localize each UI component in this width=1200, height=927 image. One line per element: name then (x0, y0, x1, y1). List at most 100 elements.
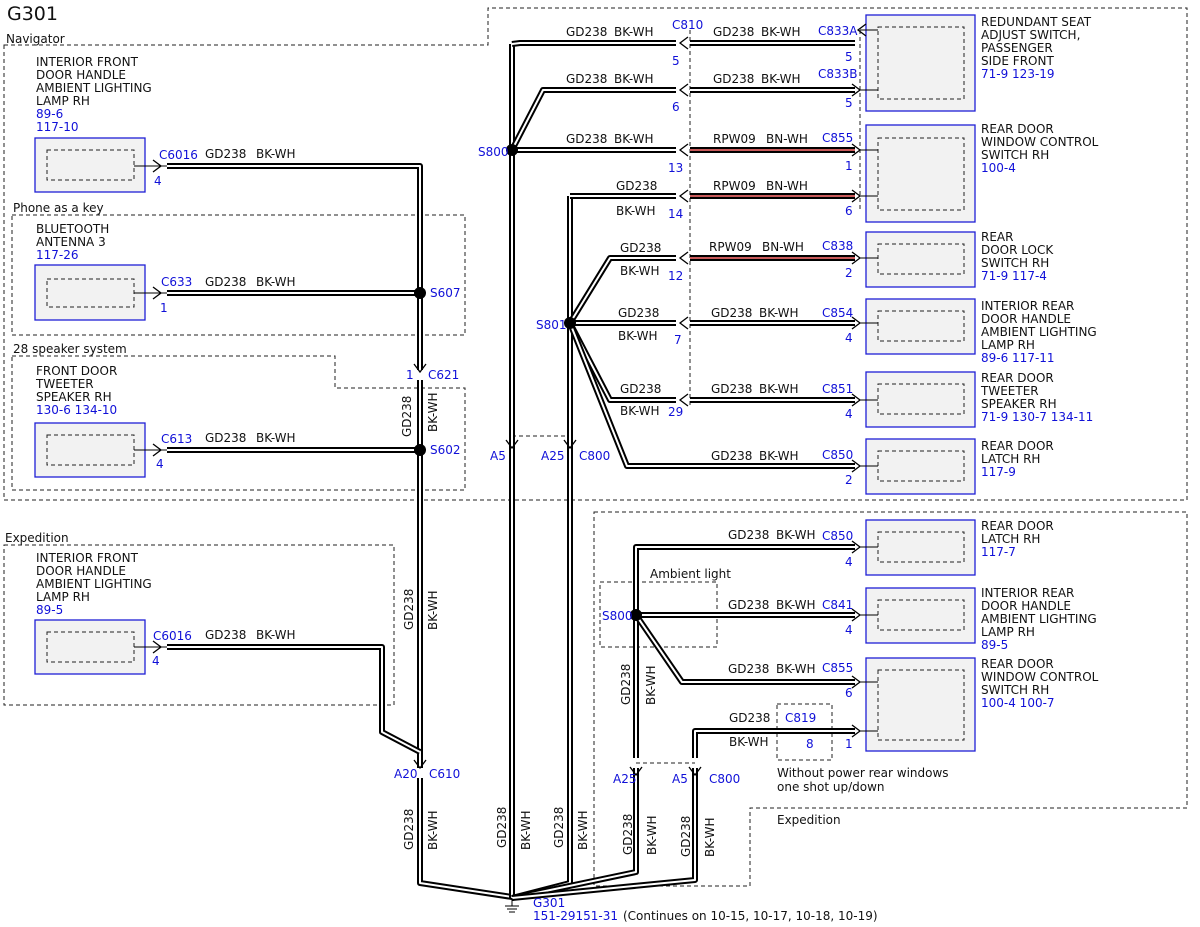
svg-text:C833A: C833A (818, 24, 858, 38)
svg-text:TWEETER: TWEETER (35, 377, 94, 391)
component-rear-door-lock (865, 231, 976, 288)
svg-text:GD238: GD238 (402, 809, 416, 850)
svg-text:REAR: REAR (981, 230, 1013, 244)
ground-icon (505, 898, 519, 913)
svg-text:BK-WH: BK-WH (614, 72, 654, 86)
svg-text:GD238: GD238 (205, 431, 246, 445)
section-navigator-label: Navigator (6, 32, 65, 46)
svg-text:A25: A25 (613, 772, 636, 786)
svg-text:5: 5 (845, 96, 853, 110)
svg-text:TWEETER: TWEETER (980, 384, 1039, 398)
svg-text:BK-WH: BK-WH (761, 72, 801, 86)
svg-text:C819: C819 (785, 711, 816, 725)
svg-text:BK-WH: BK-WH (614, 132, 654, 146)
svg-text:A20: A20 (394, 767, 417, 781)
svg-text:BK-WH: BK-WH (776, 662, 816, 676)
svg-text:89-6 117-11: 89-6 117-11 (981, 351, 1055, 365)
svg-text:BN-WH: BN-WH (766, 132, 808, 146)
component-bluetooth-antenna (34, 264, 146, 321)
svg-text:100-4 100-7: 100-4 100-7 (981, 696, 1055, 710)
svg-text:SWITCH RH: SWITCH RH (981, 683, 1049, 697)
splice-labels: S800 S801 S607 S602 S800 (430, 145, 633, 623)
pin-labels: 4 1 4 4 1 5 6 13 14 12 7 29 5 5 1 6 2 4 … (152, 50, 853, 786)
svg-text:BK-WH: BK-WH (426, 392, 440, 432)
svg-text:C850: C850 (822, 529, 853, 543)
svg-text:117-7: 117-7 (981, 545, 1016, 559)
svg-text:71-9 130-7 134-11: 71-9 130-7 134-11 (981, 410, 1093, 424)
svg-text:BK-WH: BK-WH (759, 449, 799, 463)
svg-text:INTERIOR FRONT: INTERIOR FRONT (36, 55, 139, 69)
component-rear-latch-exp (865, 519, 976, 576)
svg-text:BK-WH: BK-WH (256, 275, 296, 289)
svg-text:DOOR HANDLE: DOOR HANDLE (36, 564, 126, 578)
svg-text:RPW09: RPW09 (713, 132, 756, 146)
svg-text:SIDE FRONT: SIDE FRONT (981, 54, 1054, 68)
diagram-title: G301 (7, 3, 58, 25)
svg-text:LAMP RH: LAMP RH (36, 590, 90, 604)
svg-text:GD238: GD238 (711, 449, 752, 463)
component-int-front-door-rh-exp (34, 619, 146, 675)
svg-text:BK-WH: BK-WH (776, 528, 816, 542)
svg-text:2: 2 (845, 266, 853, 280)
svg-text:GD238: GD238 (620, 382, 661, 396)
svg-text:1: 1 (160, 301, 168, 315)
svg-text:C855: C855 (822, 661, 853, 675)
svg-text:S602: S602 (430, 443, 461, 457)
svg-text:4: 4 (845, 331, 853, 345)
expedition-left-region (3, 544, 395, 706)
svg-text:C810: C810 (672, 18, 703, 32)
svg-text:6: 6 (845, 686, 853, 700)
ground-refs: 151-29151-31 (533, 909, 618, 923)
svg-text:BK-WH: BK-WH (759, 382, 799, 396)
svg-text:C833B: C833B (818, 67, 858, 81)
svg-text:GD238: GD238 (495, 807, 509, 848)
svg-text:FRONT DOOR: FRONT DOOR (36, 364, 117, 378)
label-int-rear-door-exp: INTERIOR REAR DOOR HANDLE AMBIENT LIGHTI… (981, 586, 1097, 652)
svg-text:BK-WH: BK-WH (614, 25, 654, 39)
svg-text:AMBIENT LIGHTING: AMBIENT LIGHTING (981, 612, 1097, 626)
svg-text:REAR DOOR: REAR DOOR (981, 122, 1054, 136)
svg-text:ADJUST SWITCH,: ADJUST SWITCH, (981, 28, 1080, 42)
svg-text:7: 7 (674, 333, 682, 347)
svg-text:4: 4 (156, 457, 164, 471)
svg-text:GD238: GD238 (728, 598, 769, 612)
svg-text:GD238: GD238 (400, 396, 414, 437)
svg-text:BN-WH: BN-WH (762, 240, 804, 254)
label-bluetooth-antenna: BLUETOOTH ANTENNA 3 117-26 (36, 222, 109, 262)
svg-text:SWITCH RH: SWITCH RH (981, 256, 1049, 270)
svg-text:C800: C800 (579, 449, 610, 463)
svg-text:117-26: 117-26 (36, 248, 79, 262)
svg-text:SPEAKER RH: SPEAKER RH (36, 390, 112, 404)
svg-text:GD238: GD238 (205, 147, 246, 161)
svg-text:AMBIENT LIGHTING: AMBIENT LIGHTING (36, 577, 152, 591)
navigator-region (3, 7, 1188, 501)
component-redundant-seat (865, 14, 976, 112)
svg-text:S800: S800 (602, 609, 633, 623)
component-int-rear-door-exp (865, 587, 976, 644)
svg-text:DOOR HANDLE: DOOR HANDLE (981, 312, 1071, 326)
expedition-right-region (593, 511, 1188, 887)
svg-text:C613: C613 (161, 432, 192, 446)
svg-text:ANTENNA 3: ANTENNA 3 (36, 235, 106, 249)
svg-text:BK-WH: BK-WH (616, 204, 656, 218)
svg-text:INTERIOR REAR: INTERIOR REAR (981, 586, 1074, 600)
svg-text:S800: S800 (478, 145, 509, 159)
svg-text:BK-WH: BK-WH (256, 431, 296, 445)
svg-text:4: 4 (845, 555, 853, 569)
label-rear-latch-nav: REAR DOOR LATCH RH 117-9 (981, 439, 1054, 479)
svg-text:BK-WH: BK-WH (759, 306, 799, 320)
svg-text:4: 4 (845, 407, 853, 421)
svg-text:GD238: GD238 (711, 382, 752, 396)
svg-text:GD238: GD238 (616, 179, 657, 193)
label-rear-tweeter: REAR DOOR TWEETER SPEAKER RH 71-9 130-7 … (980, 371, 1093, 424)
svg-text:C855: C855 (822, 131, 853, 145)
svg-text:C841: C841 (822, 598, 853, 612)
svg-text:1: 1 (845, 737, 853, 751)
svg-text:GD238: GD238 (621, 814, 635, 855)
svg-text:BK-WH: BK-WH (519, 810, 533, 850)
svg-text:C838: C838 (822, 239, 853, 253)
svg-text:BLUETOOTH: BLUETOOTH (36, 222, 109, 236)
svg-text:LATCH RH: LATCH RH (981, 452, 1040, 466)
label-int-front-door-rh-exp: INTERIOR FRONT DOOR HANDLE AMBIENT LIGHT… (36, 551, 152, 617)
svg-text:SWITCH RH: SWITCH RH (981, 148, 1049, 162)
